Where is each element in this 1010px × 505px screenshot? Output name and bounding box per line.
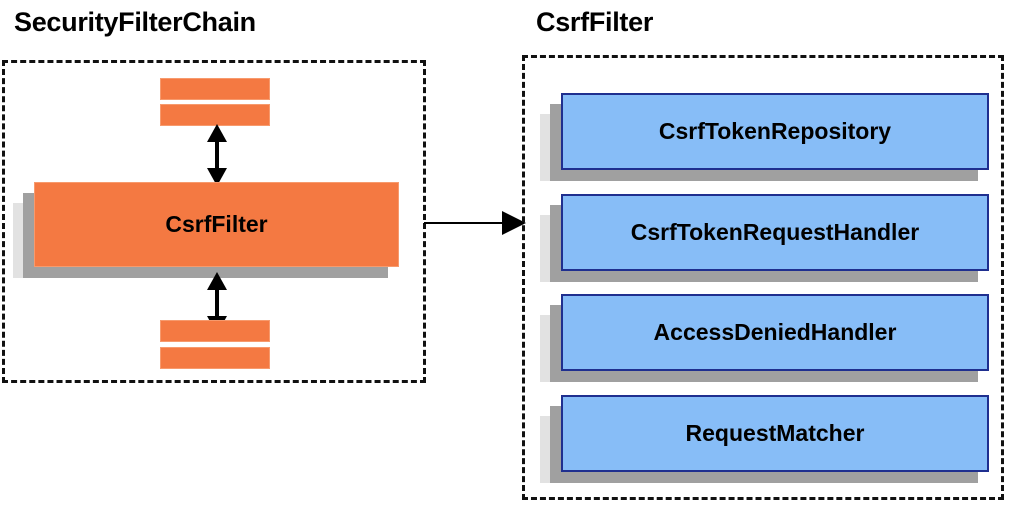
component-label-csrf-filter: CsrfFilter — [165, 211, 268, 237]
filter-slot-bar-bottom-1 — [160, 320, 270, 342]
component-face[interactable]: CsrfFilter — [34, 182, 399, 267]
page-title-security-filter-chain: SecurityFilterChain — [14, 7, 256, 37]
filter-slot-bar-top-1 — [160, 78, 270, 100]
collaborator-face[interactable]: CsrfTokenRequestHandler — [561, 194, 989, 271]
collaborator-box-csrf-token-request-handler[interactable]: CsrfTokenRequestHandler — [540, 194, 989, 282]
filter-slot-bar-top-2 — [160, 104, 270, 126]
collaborator-box-access-denied-handler[interactable]: AccessDeniedHandler — [540, 294, 989, 382]
collaborator-face[interactable]: RequestMatcher — [561, 395, 989, 472]
collaborator-label: RequestMatcher — [685, 420, 865, 446]
group-box-security-filter-chain — [2, 60, 426, 383]
group-box-csrf-filter — [522, 55, 1004, 500]
filter-slot-bar-bottom-2 — [160, 347, 270, 369]
collaborator-face[interactable]: CsrfTokenRepository — [561, 93, 989, 170]
collaborator-label: CsrfTokenRequestHandler — [630, 219, 920, 245]
page-title-csrf-filter: CsrfFilter — [536, 7, 654, 37]
expansion-link-arrow — [424, 211, 526, 235]
collaborator-box-request-matcher[interactable]: RequestMatcher — [540, 395, 989, 483]
collaborator-label: CsrfTokenRepository — [658, 118, 892, 144]
component-box-csrf-filter[interactable]: CsrfFilter — [13, 182, 399, 278]
collaborator-label: AccessDeniedHandler — [653, 319, 897, 345]
collaborator-face[interactable]: AccessDeniedHandler — [561, 294, 989, 371]
collaborator-box-csrf-token-repository[interactable]: CsrfTokenRepository — [540, 93, 989, 181]
top-chain-link-arrow — [207, 124, 227, 186]
